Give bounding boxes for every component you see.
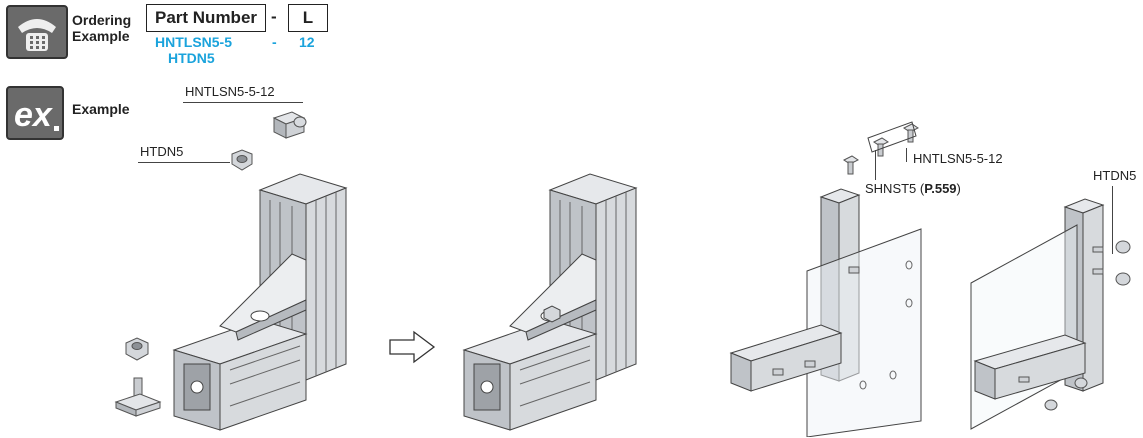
example-label: Example <box>72 101 130 117</box>
length-header: L <box>288 4 328 32</box>
callout-shnst-prefix: SHNST5 ( <box>865 181 925 196</box>
length-header-text: L <box>302 8 314 27</box>
panel-assembly-back <box>970 198 1131 430</box>
callout-bolt-left: HNTLSN5-5-12 <box>185 84 275 99</box>
ordering-label-line2: Example <box>72 28 130 44</box>
example-part-number: HNTLSN5-5 <box>155 34 233 50</box>
ordering-label-line1: Ordering <box>72 12 132 28</box>
part-number-header: Part Number <box>146 4 266 32</box>
t-bolt-part <box>272 111 307 139</box>
callout-nut-right: HTDN5 <box>1093 168 1137 183</box>
callout-line-shnst <box>875 150 876 180</box>
callout-bolt-right: HNTLSN5-5-12 <box>913 151 1003 166</box>
arrow-right-icon <box>389 330 436 364</box>
svg-text:ex: ex <box>14 96 54 134</box>
loose-t-bolt <box>114 377 162 417</box>
panel-assembly-front <box>729 188 922 437</box>
callout-shnst-ref[interactable]: P.559 <box>924 181 957 196</box>
callout-line-nut <box>138 162 230 163</box>
callout-line-bolt-right <box>906 148 907 162</box>
example-icon: ex <box>6 86 64 140</box>
callout-shnst-suffix: ) <box>956 181 961 196</box>
example-part-number-2: HTDN5 <box>168 50 215 66</box>
callout-nut-left: HTDN5 <box>140 144 184 159</box>
loose-nut <box>125 337 149 361</box>
profile-assembly-before <box>172 173 348 431</box>
profile-assembly-after <box>462 173 638 431</box>
hex-nut-part <box>231 149 253 171</box>
callout-line-bolt <box>183 102 303 103</box>
example-dash: - <box>272 34 277 50</box>
callout-shnst: SHNST5 (P.559) <box>865 181 961 196</box>
phone-icon <box>6 5 68 59</box>
header-dash: - <box>271 7 277 26</box>
floating-bolts <box>843 121 919 175</box>
ordering-label: Ordering Example <box>72 12 131 44</box>
callout-line-nut-right <box>1112 186 1113 254</box>
part-number-header-text: Part Number <box>154 8 258 27</box>
example-length: 12 <box>299 34 315 50</box>
